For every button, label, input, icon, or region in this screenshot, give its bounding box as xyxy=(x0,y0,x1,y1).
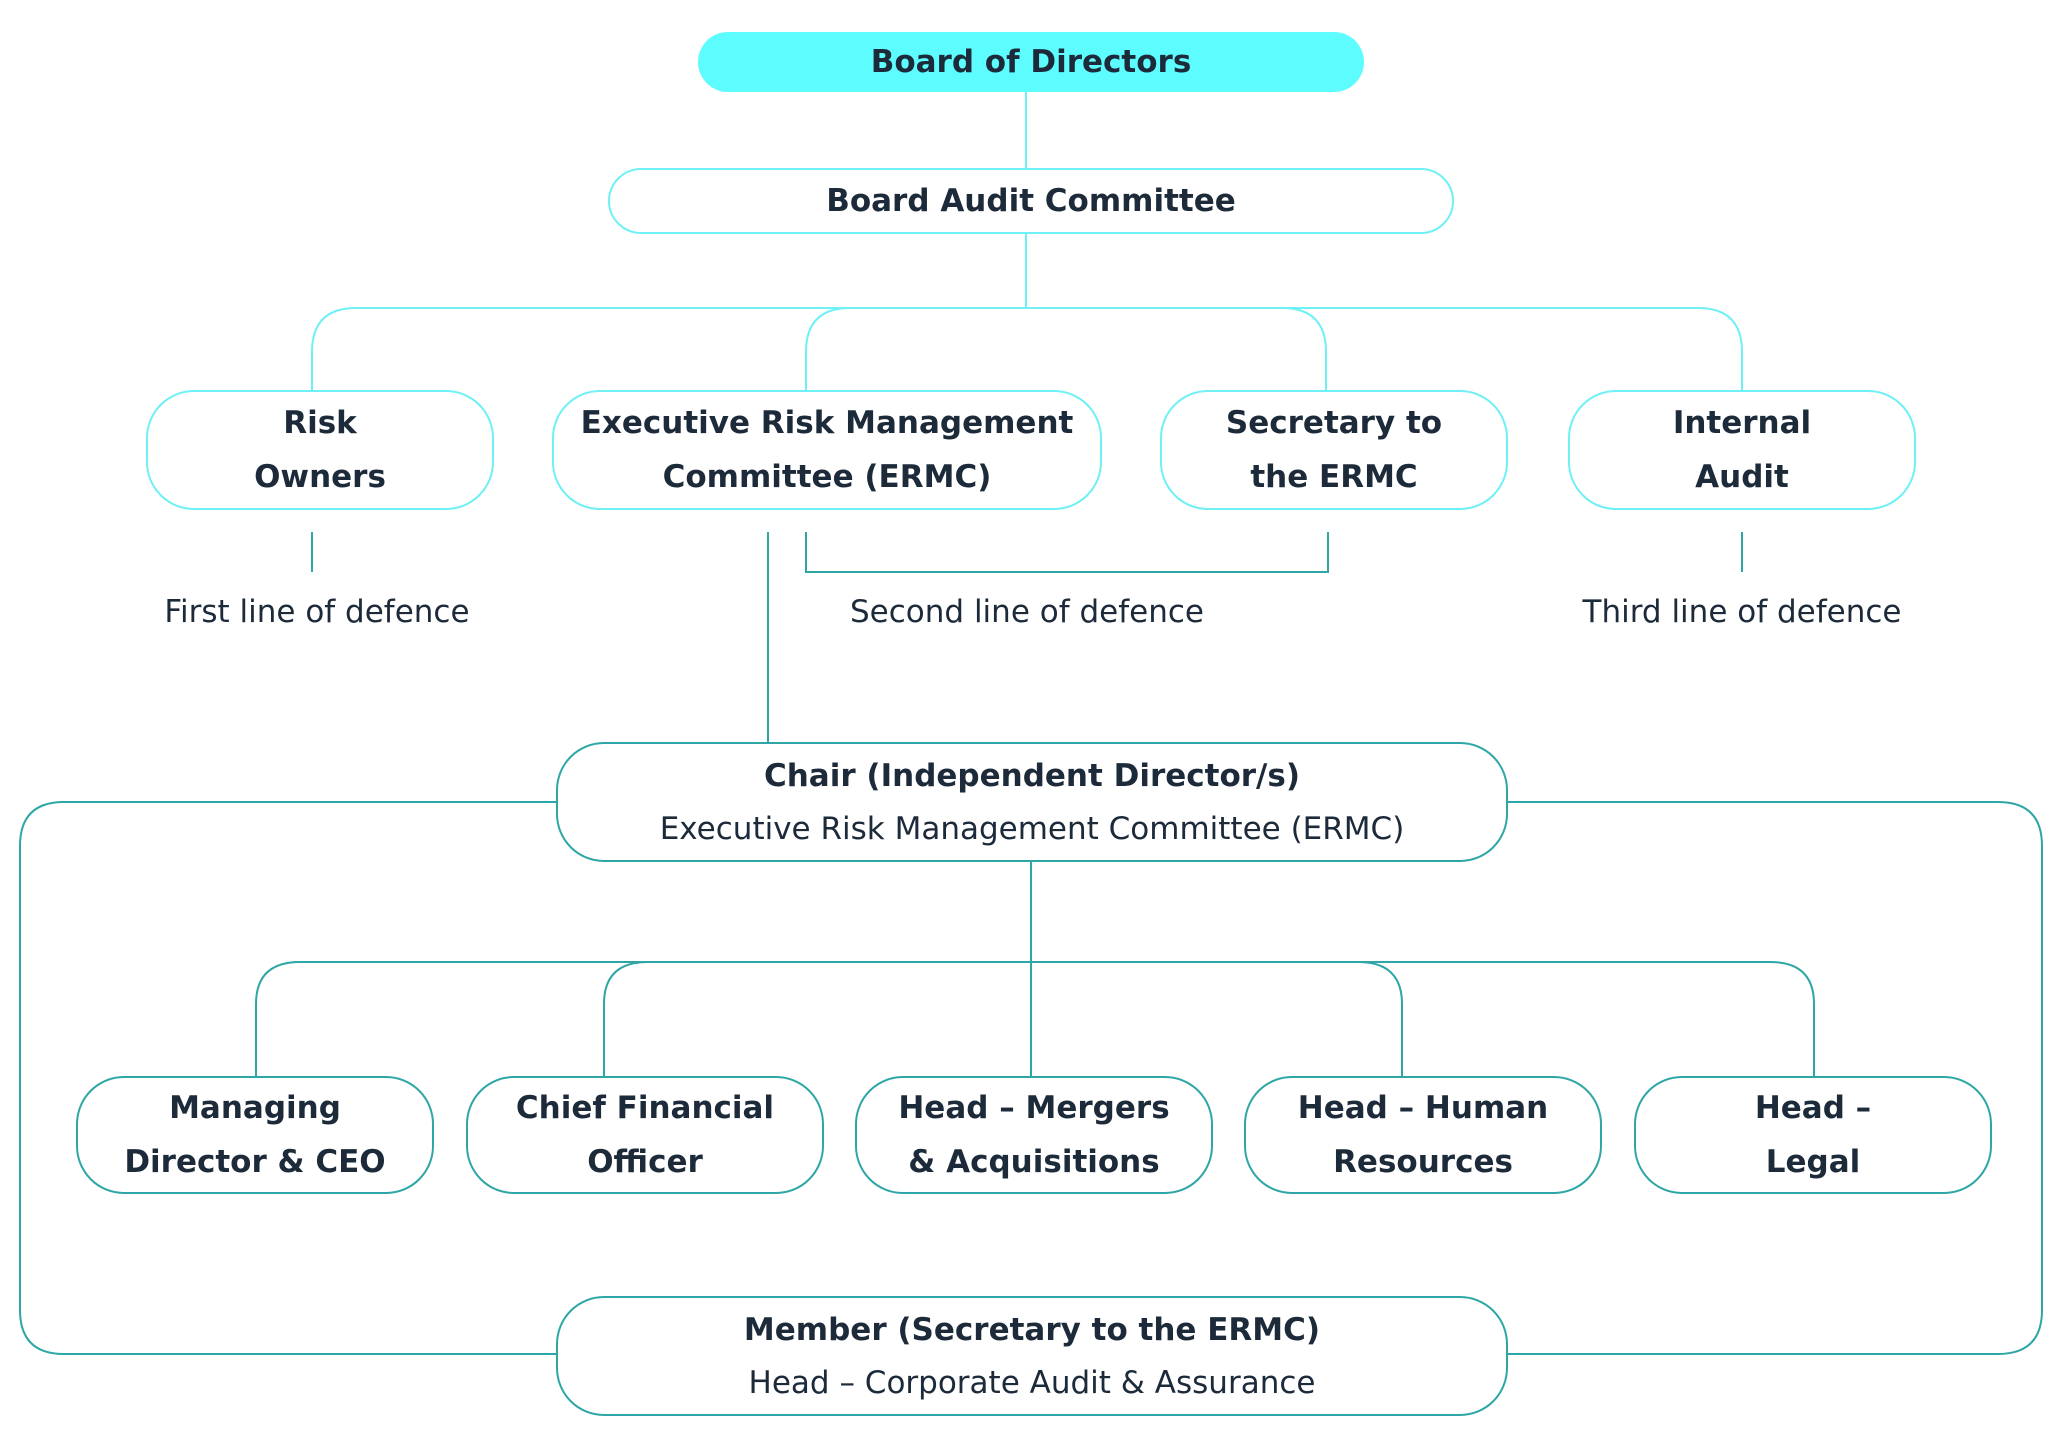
internal-audit-line1: Internal xyxy=(1672,405,1812,441)
mna-line2: & Acquisitions xyxy=(908,1144,1160,1180)
mna-line1: Head – Mergers xyxy=(898,1090,1170,1126)
cfo-line1: Chief Financial xyxy=(515,1090,775,1126)
legal-line1: Head – xyxy=(1754,1090,1872,1126)
secretary-ermc-line2: the ERMC xyxy=(1250,459,1418,495)
risk-owners-box: Risk Owners xyxy=(146,390,494,510)
first-line-of-defence-label: First line of defence xyxy=(164,594,470,630)
member-secretary-title: Member (Secretary to the ERMC) xyxy=(743,1312,1321,1348)
mna-box: Head – Mergers & Acquisitions xyxy=(855,1076,1213,1194)
third-line-of-defence-label: Third line of defence xyxy=(1582,594,1902,630)
member-secretary-subtitle: Head – Corporate Audit & Assurance xyxy=(748,1365,1316,1401)
board-audit-committee-box: Board Audit Committee xyxy=(608,168,1454,234)
connector-side-loop xyxy=(19,801,2043,1355)
hr-line1: Head – Human xyxy=(1297,1090,1549,1126)
second-line-of-defence-label: Second line of defence xyxy=(850,594,1204,630)
secretary-ermc-box: Secretary to the ERMC xyxy=(1160,390,1508,510)
chair-subtitle: Executive Risk Management Committee (ERM… xyxy=(659,811,1405,847)
ermc-line1: Executive Risk Management xyxy=(580,405,1074,441)
hr-line2: Resources xyxy=(1333,1144,1513,1180)
hr-box: Head – Human Resources xyxy=(1244,1076,1602,1194)
board-of-directors-box: Board of Directors xyxy=(698,32,1364,92)
connector-cfo-hr xyxy=(603,961,1403,1076)
internal-audit-line2: Audit xyxy=(1695,459,1789,495)
connector-members xyxy=(255,961,1815,1076)
internal-audit-box: Internal Audit xyxy=(1568,390,1916,510)
board-audit-committee-label: Board Audit Committee xyxy=(826,183,1236,219)
md-ceo-box: Managing Director & CEO xyxy=(76,1076,434,1194)
ermc-line2: Committee (ERMC) xyxy=(662,459,992,495)
chair-title: Chair (Independent Director/s) xyxy=(763,758,1300,794)
risk-owners-line1: Risk xyxy=(283,405,357,441)
board-of-directors-label: Board of Directors xyxy=(870,44,1192,80)
md-ceo-line1: Managing xyxy=(169,1090,341,1126)
chair-box: Chair (Independent Director/s) Executive… xyxy=(556,742,1508,862)
risk-owners-line2: Owners xyxy=(254,459,386,495)
cfo-box: Chief Financial Officer xyxy=(466,1076,824,1194)
connector-risk-owners xyxy=(311,307,1743,390)
cfo-line2: Officer xyxy=(587,1144,703,1180)
md-ceo-line2: Director & CEO xyxy=(124,1144,386,1180)
legal-box: Head – Legal xyxy=(1634,1076,1992,1194)
secretary-ermc-line1: Secretary to xyxy=(1225,405,1443,441)
line-second-defence xyxy=(805,532,1329,573)
legal-line2: Legal xyxy=(1765,1144,1861,1180)
ermc-box: Executive Risk Management Committee (ERM… xyxy=(552,390,1102,510)
connector-ermc-secretary xyxy=(805,307,1327,390)
member-secretary-box: Member (Secretary to the ERMC) Head – Co… xyxy=(556,1296,1508,1416)
